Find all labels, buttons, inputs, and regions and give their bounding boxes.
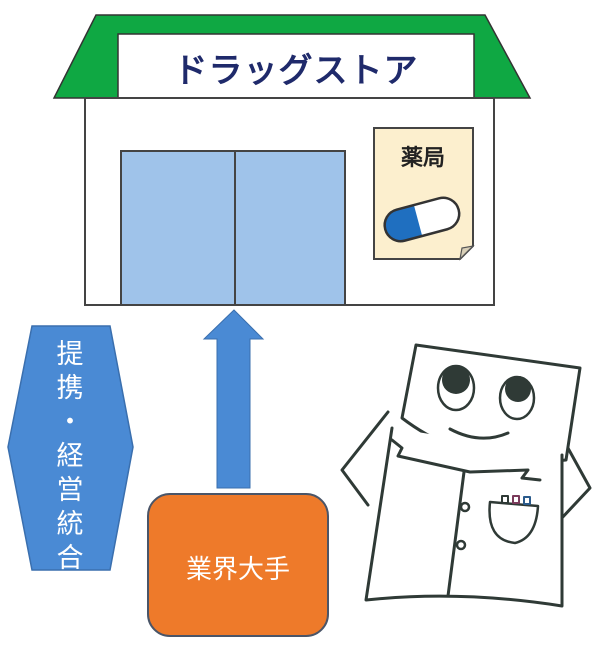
pharmacy-sign-label: 薬局 [400, 146, 445, 171]
major-player-label: 業界大手 [185, 554, 290, 585]
capsule-icon [381, 194, 463, 245]
mascot-smile [448, 427, 510, 440]
alliance-char: 営 [56, 475, 84, 506]
mascot-body [364, 426, 564, 608]
pharmacy-sign-curl [459, 245, 475, 261]
alliance-label: 提 携 ・ 経 営 統 合 [38, 338, 102, 576]
pharmacist-mascot [340, 343, 592, 608]
store-sign-board [117, 33, 475, 99]
alliance-hexagon [7, 325, 134, 571]
store-sign-label: ドラッグストア [173, 50, 419, 91]
alliance-char: 合 [56, 543, 84, 574]
alliance-char: 提 [56, 339, 84, 370]
alliance-char: 統 [56, 509, 84, 540]
alliance-char: ・ [56, 407, 84, 438]
alliance-char: 携 [56, 373, 84, 404]
alliance-char: 経 [56, 441, 84, 472]
up-arrow-icon [202, 309, 265, 489]
store-door-right [234, 150, 346, 306]
major-player-box [147, 493, 329, 637]
store-door-left [120, 150, 236, 306]
